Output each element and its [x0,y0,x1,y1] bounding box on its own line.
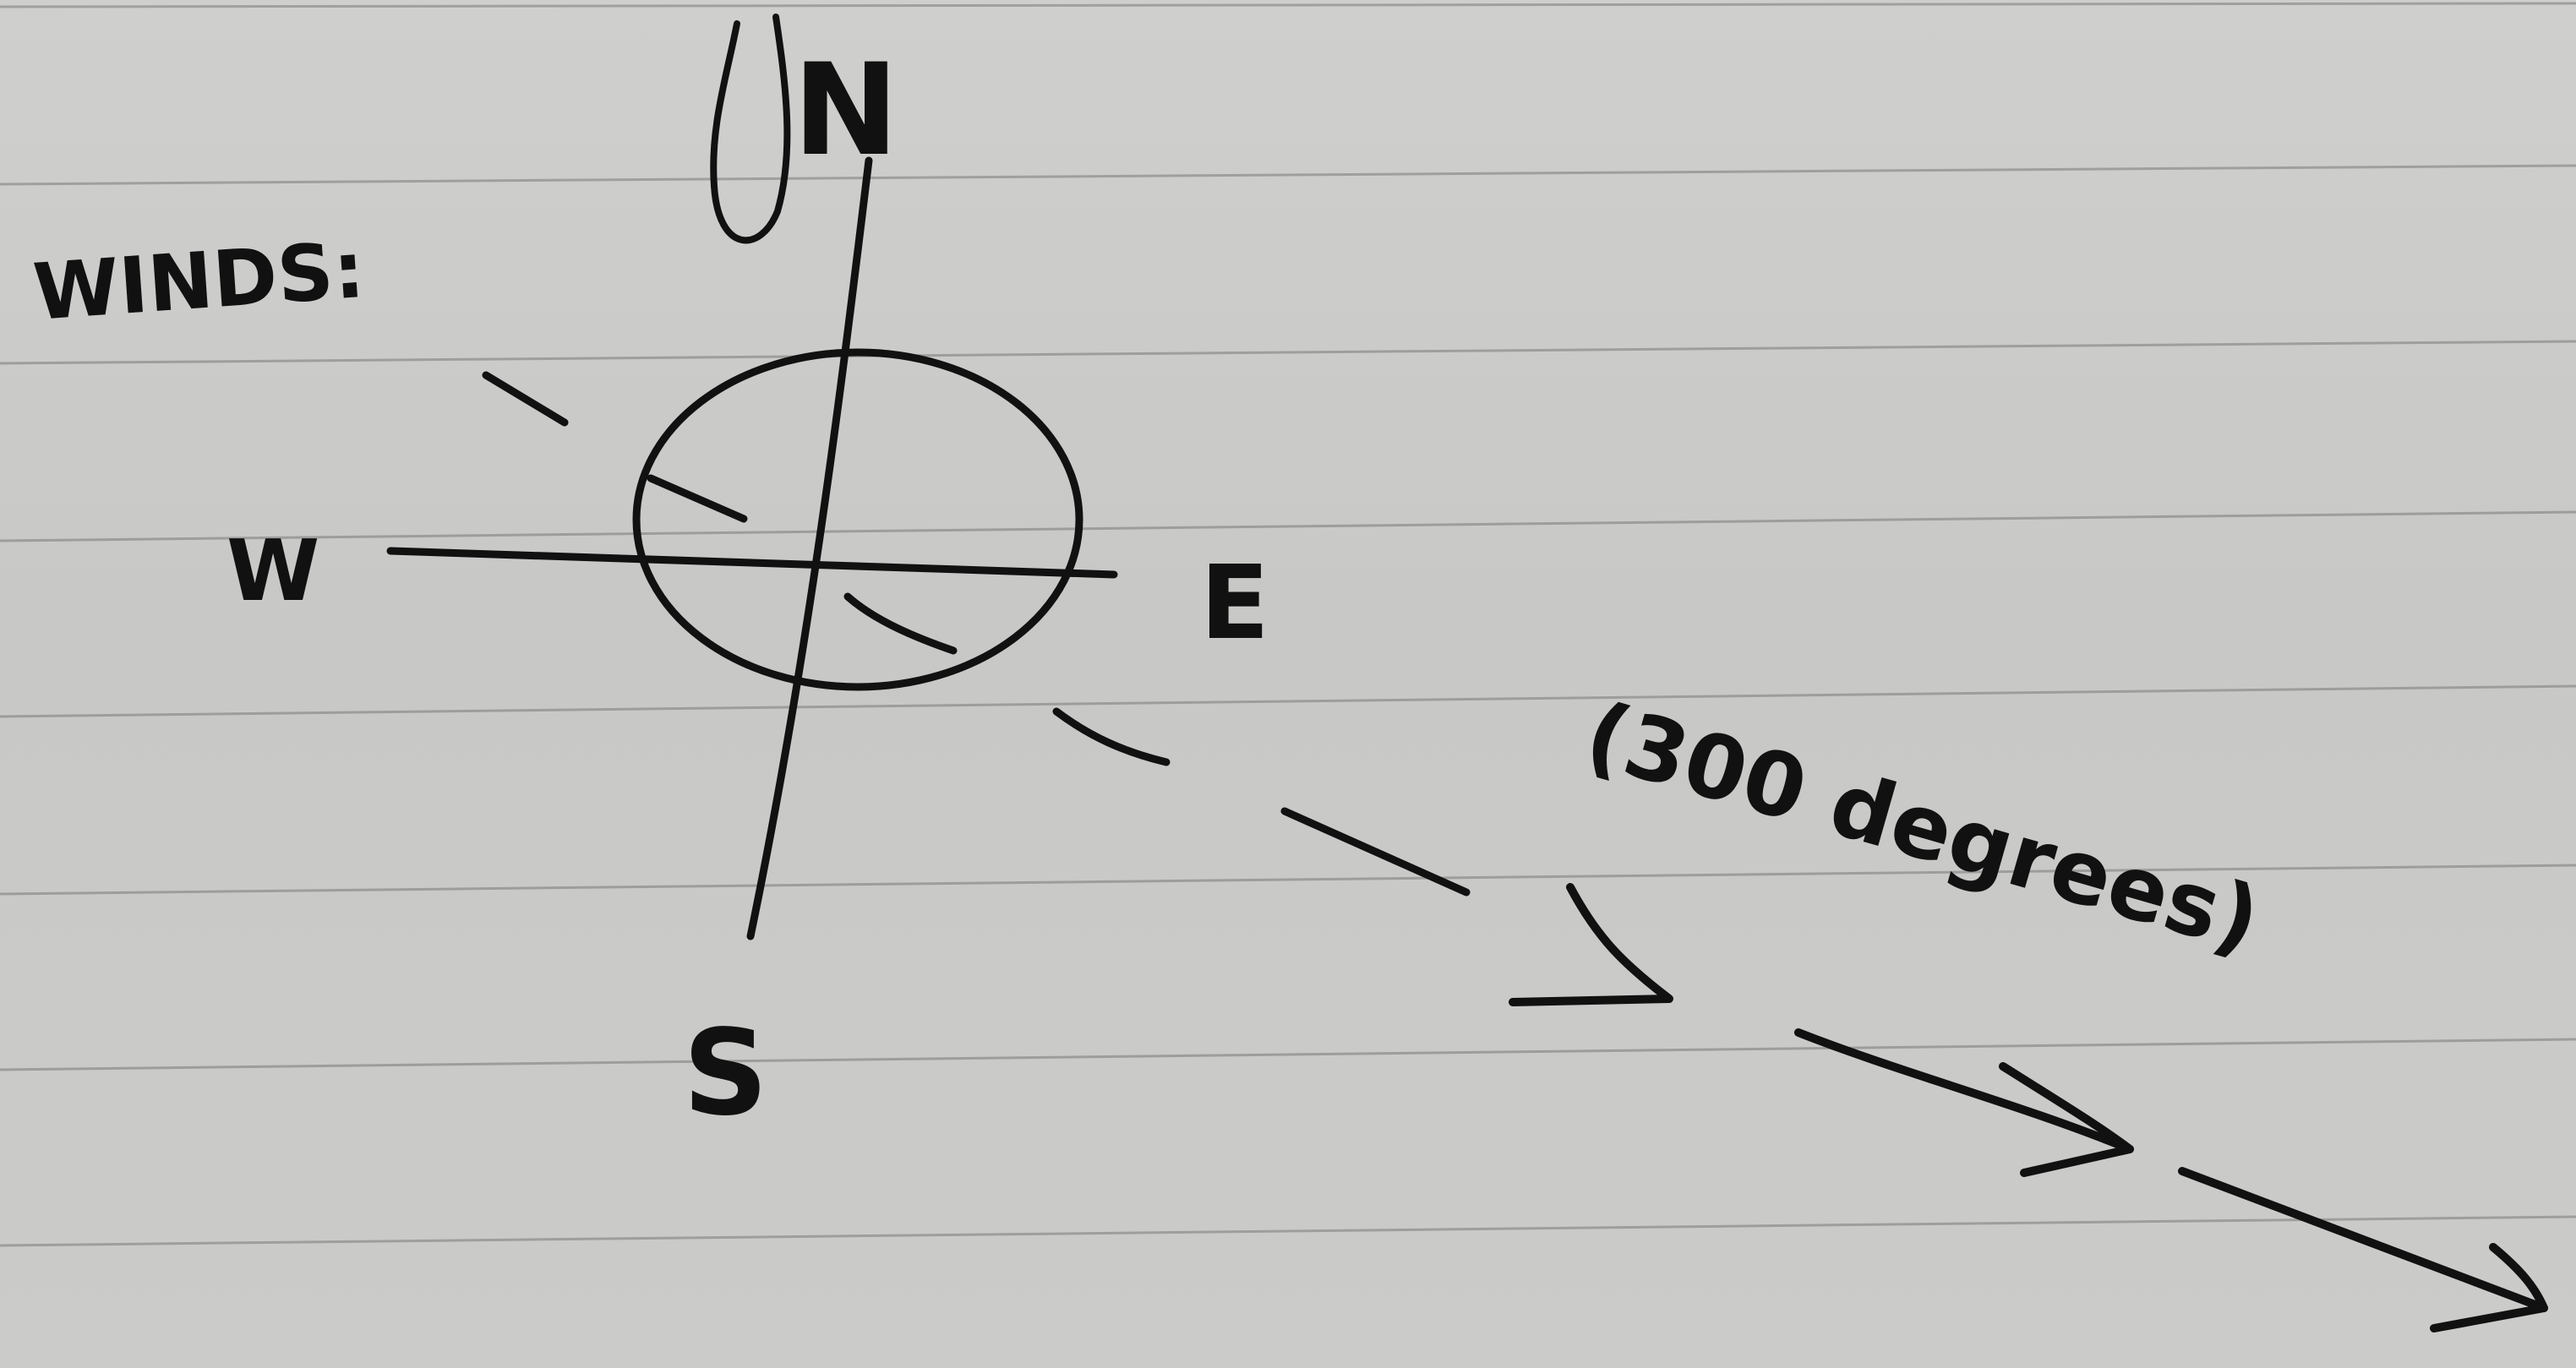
north-south-axis [746,156,873,940]
wind-arrow-shaft [1794,1028,2134,1153]
wind-streak [843,592,958,655]
north-mark [710,14,791,244]
diagram-heading: WINDS: [30,225,368,338]
direction-note: (300 degrees) [1575,682,2271,973]
east-west-axis [386,547,1118,579]
wind-arrow-head [2430,1243,2548,1333]
ruled-lines [0,2,2576,1247]
wind-streak [647,474,748,523]
north-label: N [793,37,899,184]
wind-arrow-shaft [2178,1167,2548,1312]
wind-streak [1280,807,1471,897]
wind-streak [1052,707,1171,766]
east-label: E [1200,545,1269,662]
compass-circle [632,348,1083,691]
wind-arrow-head [1999,1062,2134,1177]
wind-streak [482,371,569,427]
wind-arrow [1509,883,1673,1006]
south-label: S [683,1005,768,1142]
west-label: W [226,521,319,620]
